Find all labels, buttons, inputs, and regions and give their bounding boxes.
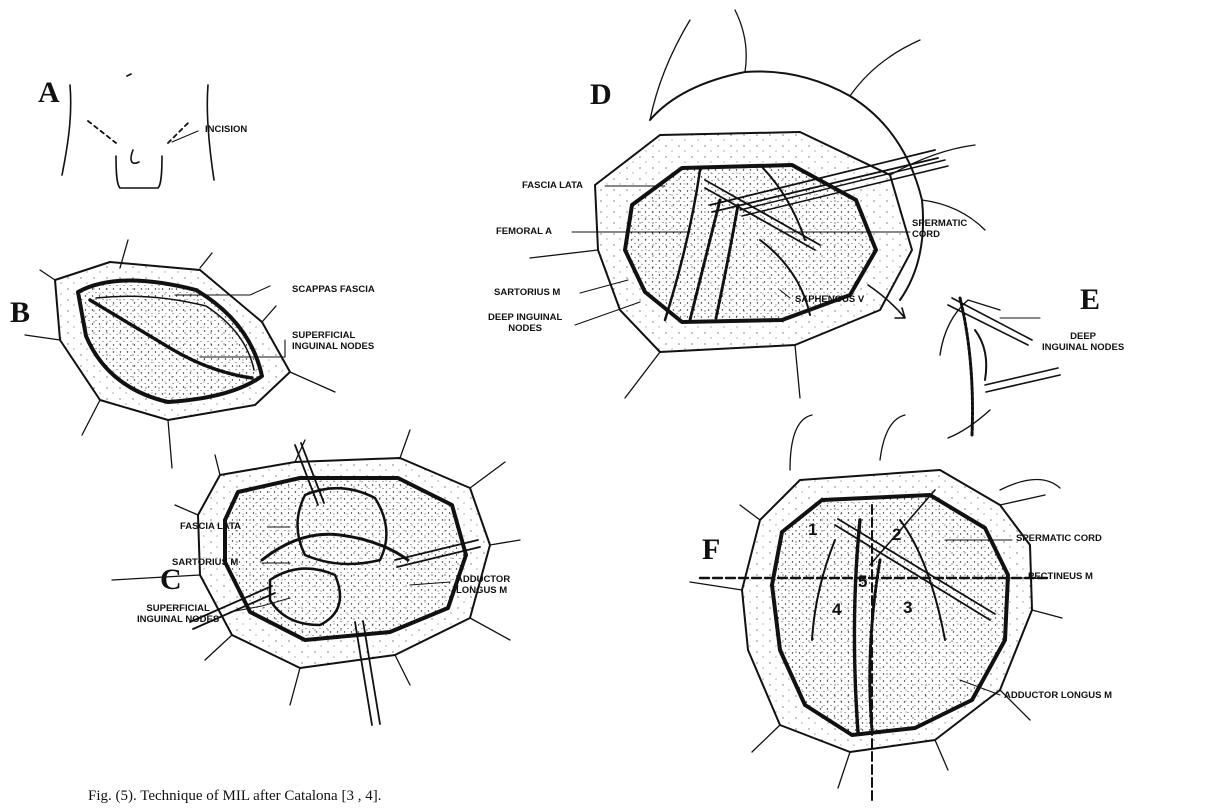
label-scappas-fascia: SCAPPAS FASCIA [292, 284, 375, 295]
region-number-4: 4 [832, 600, 841, 620]
region-number-3: 3 [903, 598, 912, 618]
panel-letter-a: A [38, 78, 60, 108]
label-deep-inguinal-nodes-d: DEEP INGUINAL NODES [488, 312, 562, 334]
label-incision: INCISION [205, 124, 247, 135]
label-adductor-longus-m-c: ADDUCTOR LONGUS M [456, 574, 510, 596]
figure-caption: Fig. (5). Technique of MIL after Catalon… [88, 788, 381, 805]
label-superficial-inguinal-nodes-b: SUPERFICIAL INGUINAL NODES [292, 330, 374, 352]
panel-letter-e: E [1080, 285, 1100, 315]
panel-letter-d: D [590, 80, 612, 110]
label-deep-inguinal-nodes-e: DEEP INGUINAL NODES [1042, 331, 1124, 353]
label-adductor-longus-m-f: ADDUCTOR LONGUS M [1004, 690, 1112, 701]
panel-letter-c: C [160, 565, 182, 595]
region-number-1: 1 [808, 520, 817, 540]
panel-a-body-outline [62, 74, 214, 188]
label-spermatic-cord-f: SPERMATIC CORD [1016, 533, 1102, 544]
label-superficial-inguinal-nodes-c: SUPERFICIAL INGUINAL NODES [137, 603, 219, 625]
label-fascia-lata-c: FASCIA LATA [180, 521, 241, 532]
panel-letter-b: B [10, 298, 30, 328]
label-femoral-a: FEMORAL A [496, 226, 552, 237]
label-sartorius-m-d: SARTORIUS M [494, 287, 560, 298]
label-pectineus-m: PECTINEUS M [1028, 571, 1093, 582]
label-spermatic-cord-d: SPERMATIC CORD [912, 218, 967, 240]
label-sartorius-m-c: SARTORIUS M [172, 557, 238, 568]
panel-letter-f: F [702, 535, 720, 565]
panel-e-inset [940, 298, 1060, 438]
panel-a-incision [88, 121, 190, 143]
label-fascia-lata-d: FASCIA LATA [522, 180, 583, 191]
label-saphenous-v: SAPHENOUS V [795, 294, 864, 305]
region-number-2: 2 [892, 525, 901, 545]
region-number-5: 5 [858, 572, 867, 592]
